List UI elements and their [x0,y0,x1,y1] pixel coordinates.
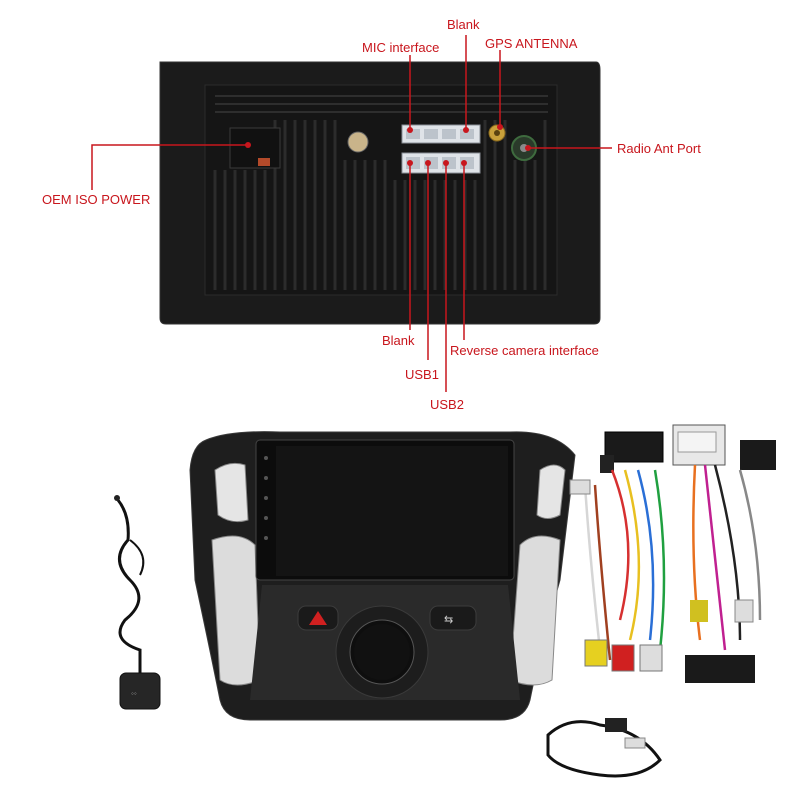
label-mic-interface: MIC interface [362,40,440,55]
svg-text:◦◦: ◦◦ [131,689,137,698]
connector-row-bottom [401,152,481,174]
callout-lines [91,35,612,392]
usb-cable [546,718,662,778]
dash-panel-front: ⇆ [189,431,576,721]
button-glyph: ⇆ [444,614,453,626]
wiring-harness [569,424,776,683]
label-reverse-camera: Reverse camera interface [450,343,599,358]
label-usb2: USB2 [430,397,464,412]
label-usb1: USB1 [405,367,439,382]
sticker [347,131,369,153]
callout-dots [245,124,531,166]
label-blank-bottom: Blank [382,333,415,348]
label-blank-top: Blank [447,17,480,32]
connector-row-top [401,124,481,144]
label-radio-ant-port: Radio Ant Port [617,141,701,156]
hazard-triangle-icon [309,611,327,625]
gps-icon [119,672,161,710]
iso-power-connector [229,127,281,169]
label-oem-iso-power: OEM ISO POWER [42,192,151,207]
label-gps-antenna: GPS ANTENNA [485,36,578,51]
head-unit-rear [159,61,601,325]
side-buttons [264,456,268,540]
gps-antenna-accessory: ◦◦ [114,495,161,710]
